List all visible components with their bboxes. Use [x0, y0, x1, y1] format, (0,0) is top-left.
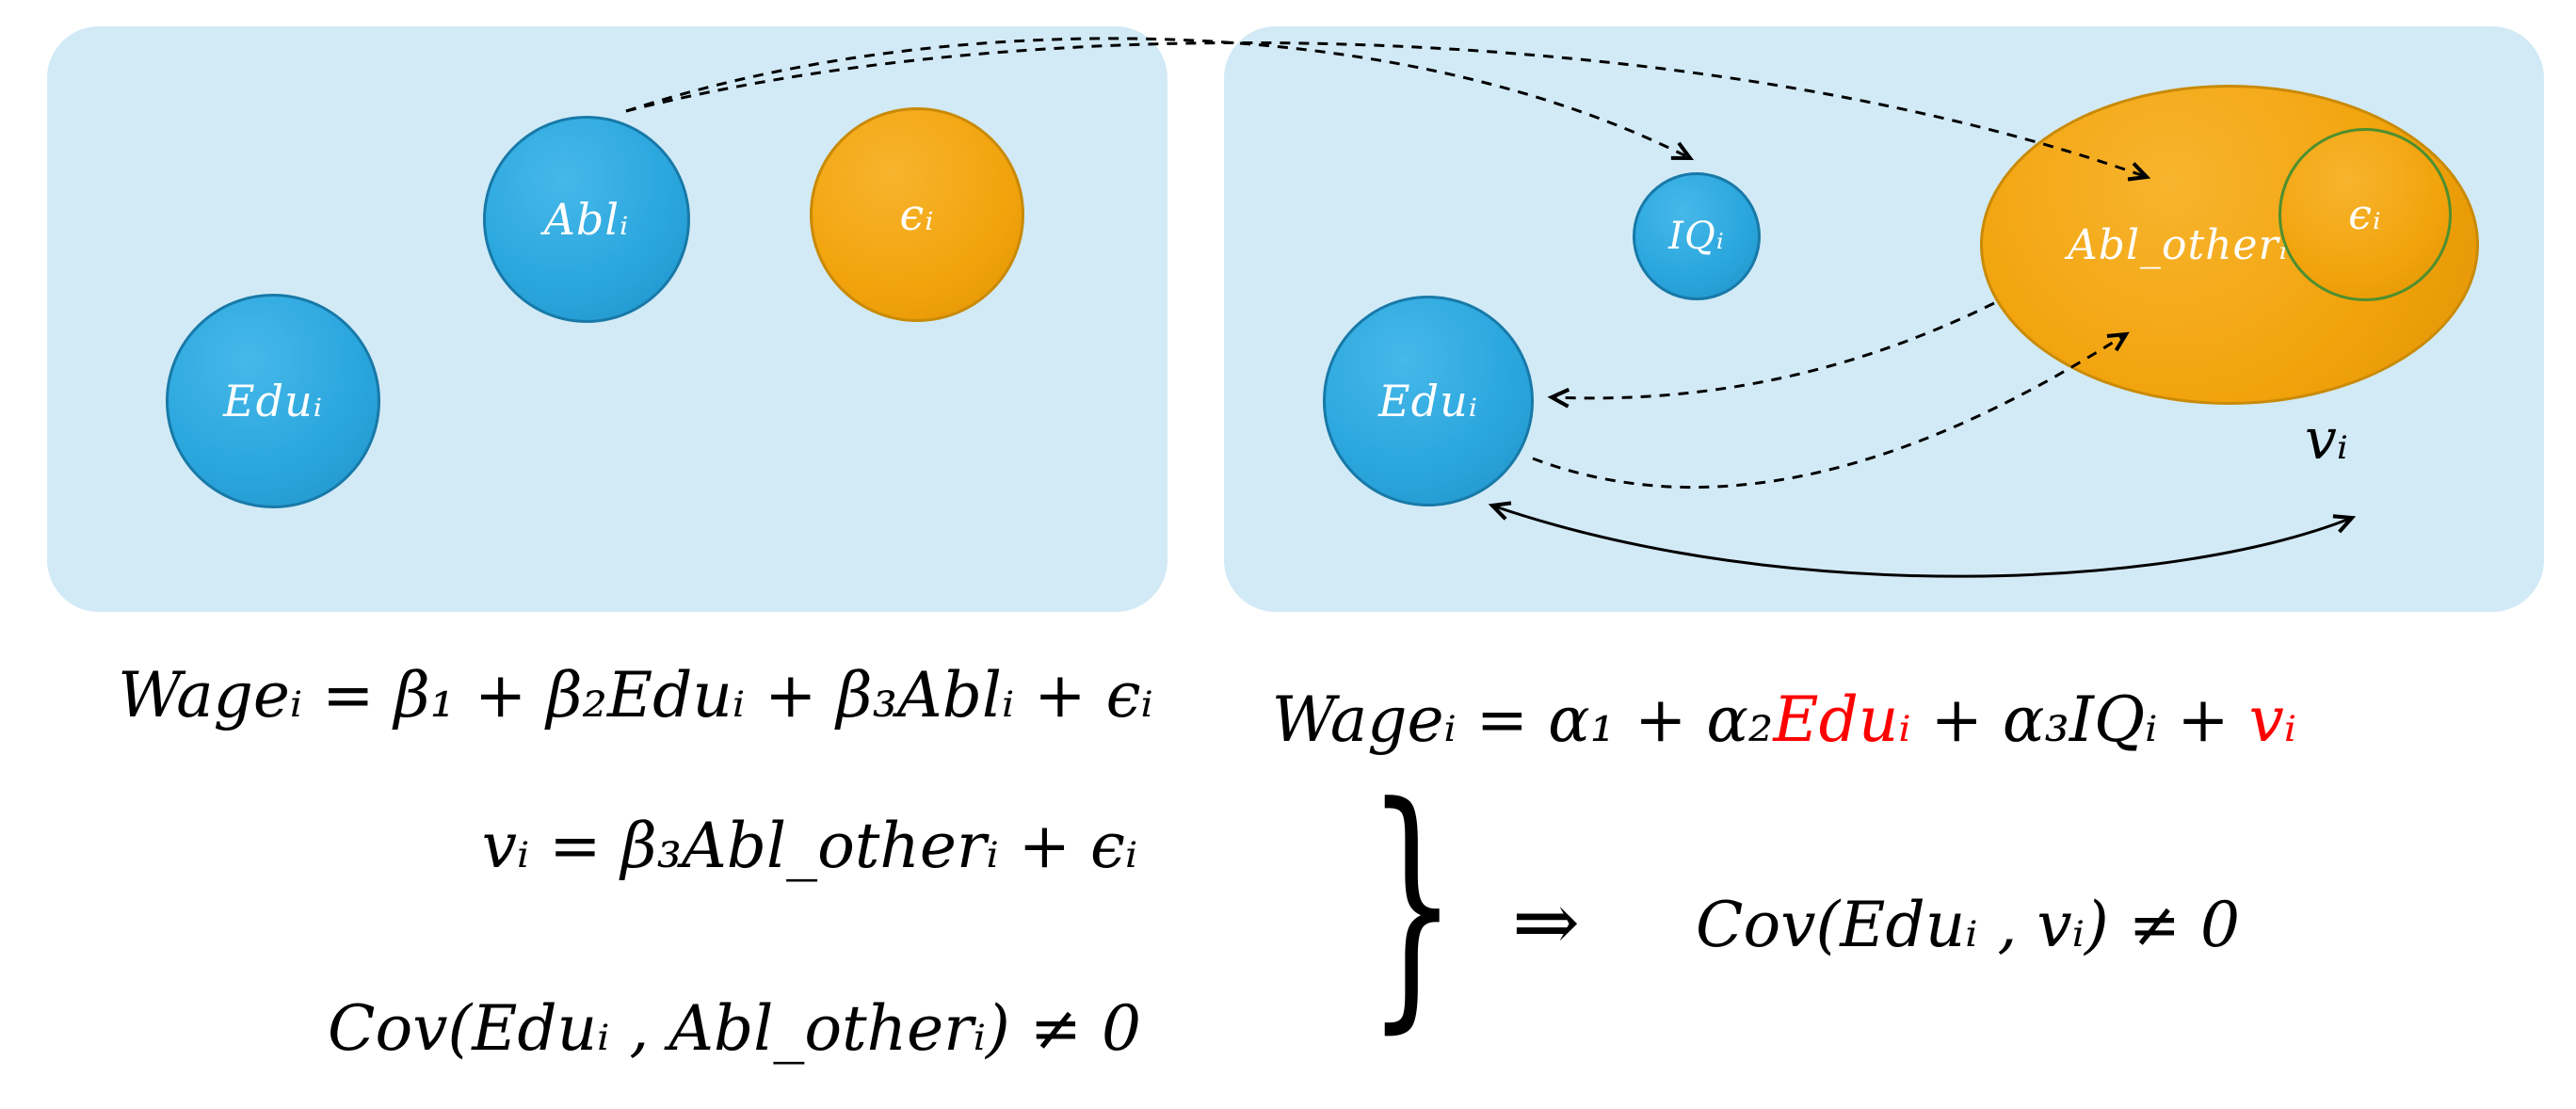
node-edu-right: Eduᵢ [1323, 296, 1534, 506]
equation-cov-condition: Cov(Eduᵢ , Abl_otherᵢ) ≠ 0 [327, 992, 1142, 1065]
node-abl: Ablᵢ [483, 116, 690, 323]
node-epsilon-left: ϵᵢ [810, 107, 1024, 322]
node-epsilon-right: ϵᵢ [2278, 128, 2452, 301]
node-abl-other-label: Abl_otherᵢ [2068, 220, 2289, 269]
equation-left-model: Wageᵢ = β₁ + β₂Eduᵢ + β₃Ablᵢ + ϵᵢ [118, 659, 1153, 731]
node-abl-label: Ablᵢ [543, 194, 630, 245]
grouping-brace: } [1367, 752, 1457, 1056]
equation-right-model: Wageᵢ = α₁ + α₂Eduᵢ + α₃IQᵢ + vᵢ [1205, 683, 2363, 756]
node-iq-label: IQᵢ [1668, 215, 1725, 258]
equation-right-part-1: Wageᵢ = α₁ + α₂ [1271, 683, 1774, 756]
equation-right-part-3: + α₃IQᵢ + [1910, 683, 2249, 756]
node-v-label: vᵢ [2305, 407, 2348, 473]
node-edu-left-label: Eduᵢ [223, 376, 323, 426]
implies-arrow-symbol: ⇒ [1512, 876, 1581, 970]
equation-right-part-v-red: vᵢ [2248, 683, 2297, 756]
equation-conclusion: Cov(Eduᵢ , vᵢ) ≠ 0 [1696, 889, 2240, 961]
equation-v-definition: vᵢ = β₃Abl_otherᵢ + ϵᵢ [481, 810, 1138, 882]
node-epsilon-right-label: ϵᵢ [2348, 190, 2382, 239]
node-iq: IQᵢ [1633, 172, 1761, 300]
equation-right-part-edu-red: Eduᵢ [1773, 683, 1911, 756]
node-edu-right-label: Eduᵢ [1378, 376, 1478, 426]
node-epsilon-left-label: ϵᵢ [899, 189, 935, 240]
node-edu-left: Eduᵢ [166, 294, 380, 508]
